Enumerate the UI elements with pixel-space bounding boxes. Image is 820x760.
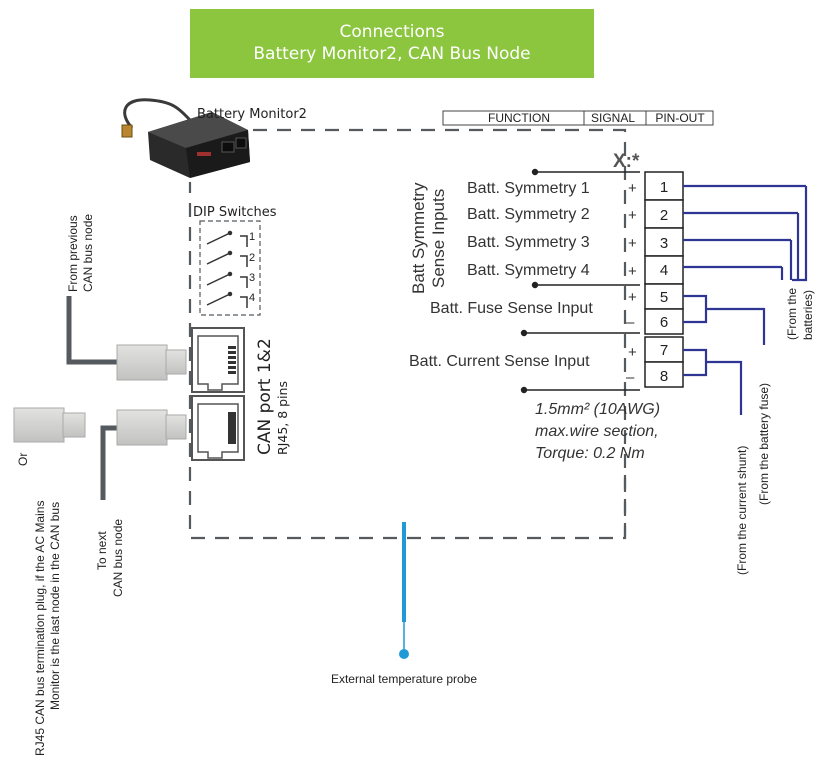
temperature-probe [399,522,409,659]
row-6-signal: – [626,314,635,331]
can-cable-out [100,409,187,500]
row-3-pin: 3 [660,235,668,252]
row-7-pin: 7 [660,342,668,359]
row-8-signal: – [626,369,635,386]
from-prev-label-2: CAN bus node [81,214,95,292]
rj45-port-2 [191,395,245,461]
battery-monitor-picture [121,98,250,178]
pin-row-2: Batt. Symmetry 2 +2 [467,199,798,229]
pin-row-4: Batt. Symmetry 4 +4 [467,255,782,285]
header-function: FUNCTION [488,111,550,125]
header-pinout: PIN-OUT [655,111,705,125]
dip-switch-3 [206,271,248,288]
title-line-1: Connections [339,22,445,42]
title-line-2: Battery Monitor2, CAN Bus Node [253,44,531,64]
device-label: Battery Monitor2 [197,107,307,122]
probe-label: External temperature probe [331,672,477,686]
dip-switches-label: DIP Switches [193,205,277,220]
batteries-label-1: (From the [785,288,799,340]
enclosure-outline [188,128,627,540]
row-6-pin: 6 [660,314,668,331]
row-4-function: Batt. Symmetry 4 [467,262,590,279]
row-2-pin: 2 [660,207,668,224]
connector-label: X:* [613,151,640,172]
termination-label-2: RJ45 CAN bus termination plug, if the AC… [33,501,47,756]
wiring [683,186,808,415]
lead-lines [520,168,640,394]
row-4-signal: + [628,263,637,280]
dip-switch-1 [206,230,248,247]
batteries-label-2: batteries) [801,290,815,340]
row-5-function: Batt. Fuse Sense Input [430,300,593,317]
termination-plug [13,407,86,443]
to-next-label-1: To next [95,531,109,570]
row-3-function: Batt. Symmetry 3 [467,234,590,251]
table-header [442,110,714,126]
row-1-function: Batt. Symmetry 1 [467,180,590,197]
row-1-signal: + [628,180,637,197]
rj45-port-1 [191,327,245,393]
pin-rows: Batt. Symmetry 1 +1 Batt. Symmetry 2 +2 Ba… [409,171,806,388]
row-7-function: Batt. Current Sense Input [409,353,590,370]
shunt-label: (From the current shunt) [735,446,749,575]
dip-switch-2 [206,250,248,267]
can-port-sublabel: RJ45, 8 pins [275,381,290,455]
row-7-signal: + [628,344,637,361]
to-next-label-2: CAN bus node [111,519,125,597]
header-signal: SIGNAL [591,111,635,125]
pin-row-3: Batt. Symmetry 3 +3 [467,227,791,257]
group-label-1: Batt Symmetry [409,182,428,294]
pin-row-6: –6 [626,308,684,335]
can-port-label: CAN port 1&2 [255,338,275,455]
dip-number-3: 3 [249,272,255,284]
row-5-signal: + [628,289,637,306]
row-1-pin: 1 [660,179,668,196]
wire-note-2: max.wire section, [535,423,659,440]
termination-label-3: Monitor is the last node in the CAN bus [48,502,62,710]
dip-number-2: 2 [249,252,255,264]
termination-label-1: Or [16,453,30,466]
row-8-pin: 8 [660,368,668,385]
pin-row-1: Batt. Symmetry 1 +1 [467,171,806,201]
from-prev-label-1: From previous [66,215,80,292]
pin-row-8: –8 [626,361,684,388]
row-5-pin: 5 [660,289,668,306]
title-banner: Connections Battery Monitor2, CAN Bus No… [190,9,594,78]
fuse-label: (From the battery fuse) [757,383,771,505]
row-2-signal: + [628,207,637,224]
pin-row-7: Batt. Current Sense Input +7 [409,336,684,370]
dip-switch-box [199,220,261,316]
dip-switches [206,230,248,308]
row-3-signal: + [628,235,637,252]
wire-note-1: 1.5mm² (10AWG) [535,401,660,418]
dip-number-1: 1 [249,231,255,243]
group-label-2: Sense Inputs [429,189,448,288]
row-4-pin: 4 [660,262,668,279]
row-2-function: Batt. Symmetry 2 [467,206,590,223]
dip-switch-4 [206,291,248,308]
dip-number-4: 4 [249,292,255,304]
can-cable-in [66,296,187,381]
wire-note-3: Torque: 0.2 Nm [535,445,645,462]
